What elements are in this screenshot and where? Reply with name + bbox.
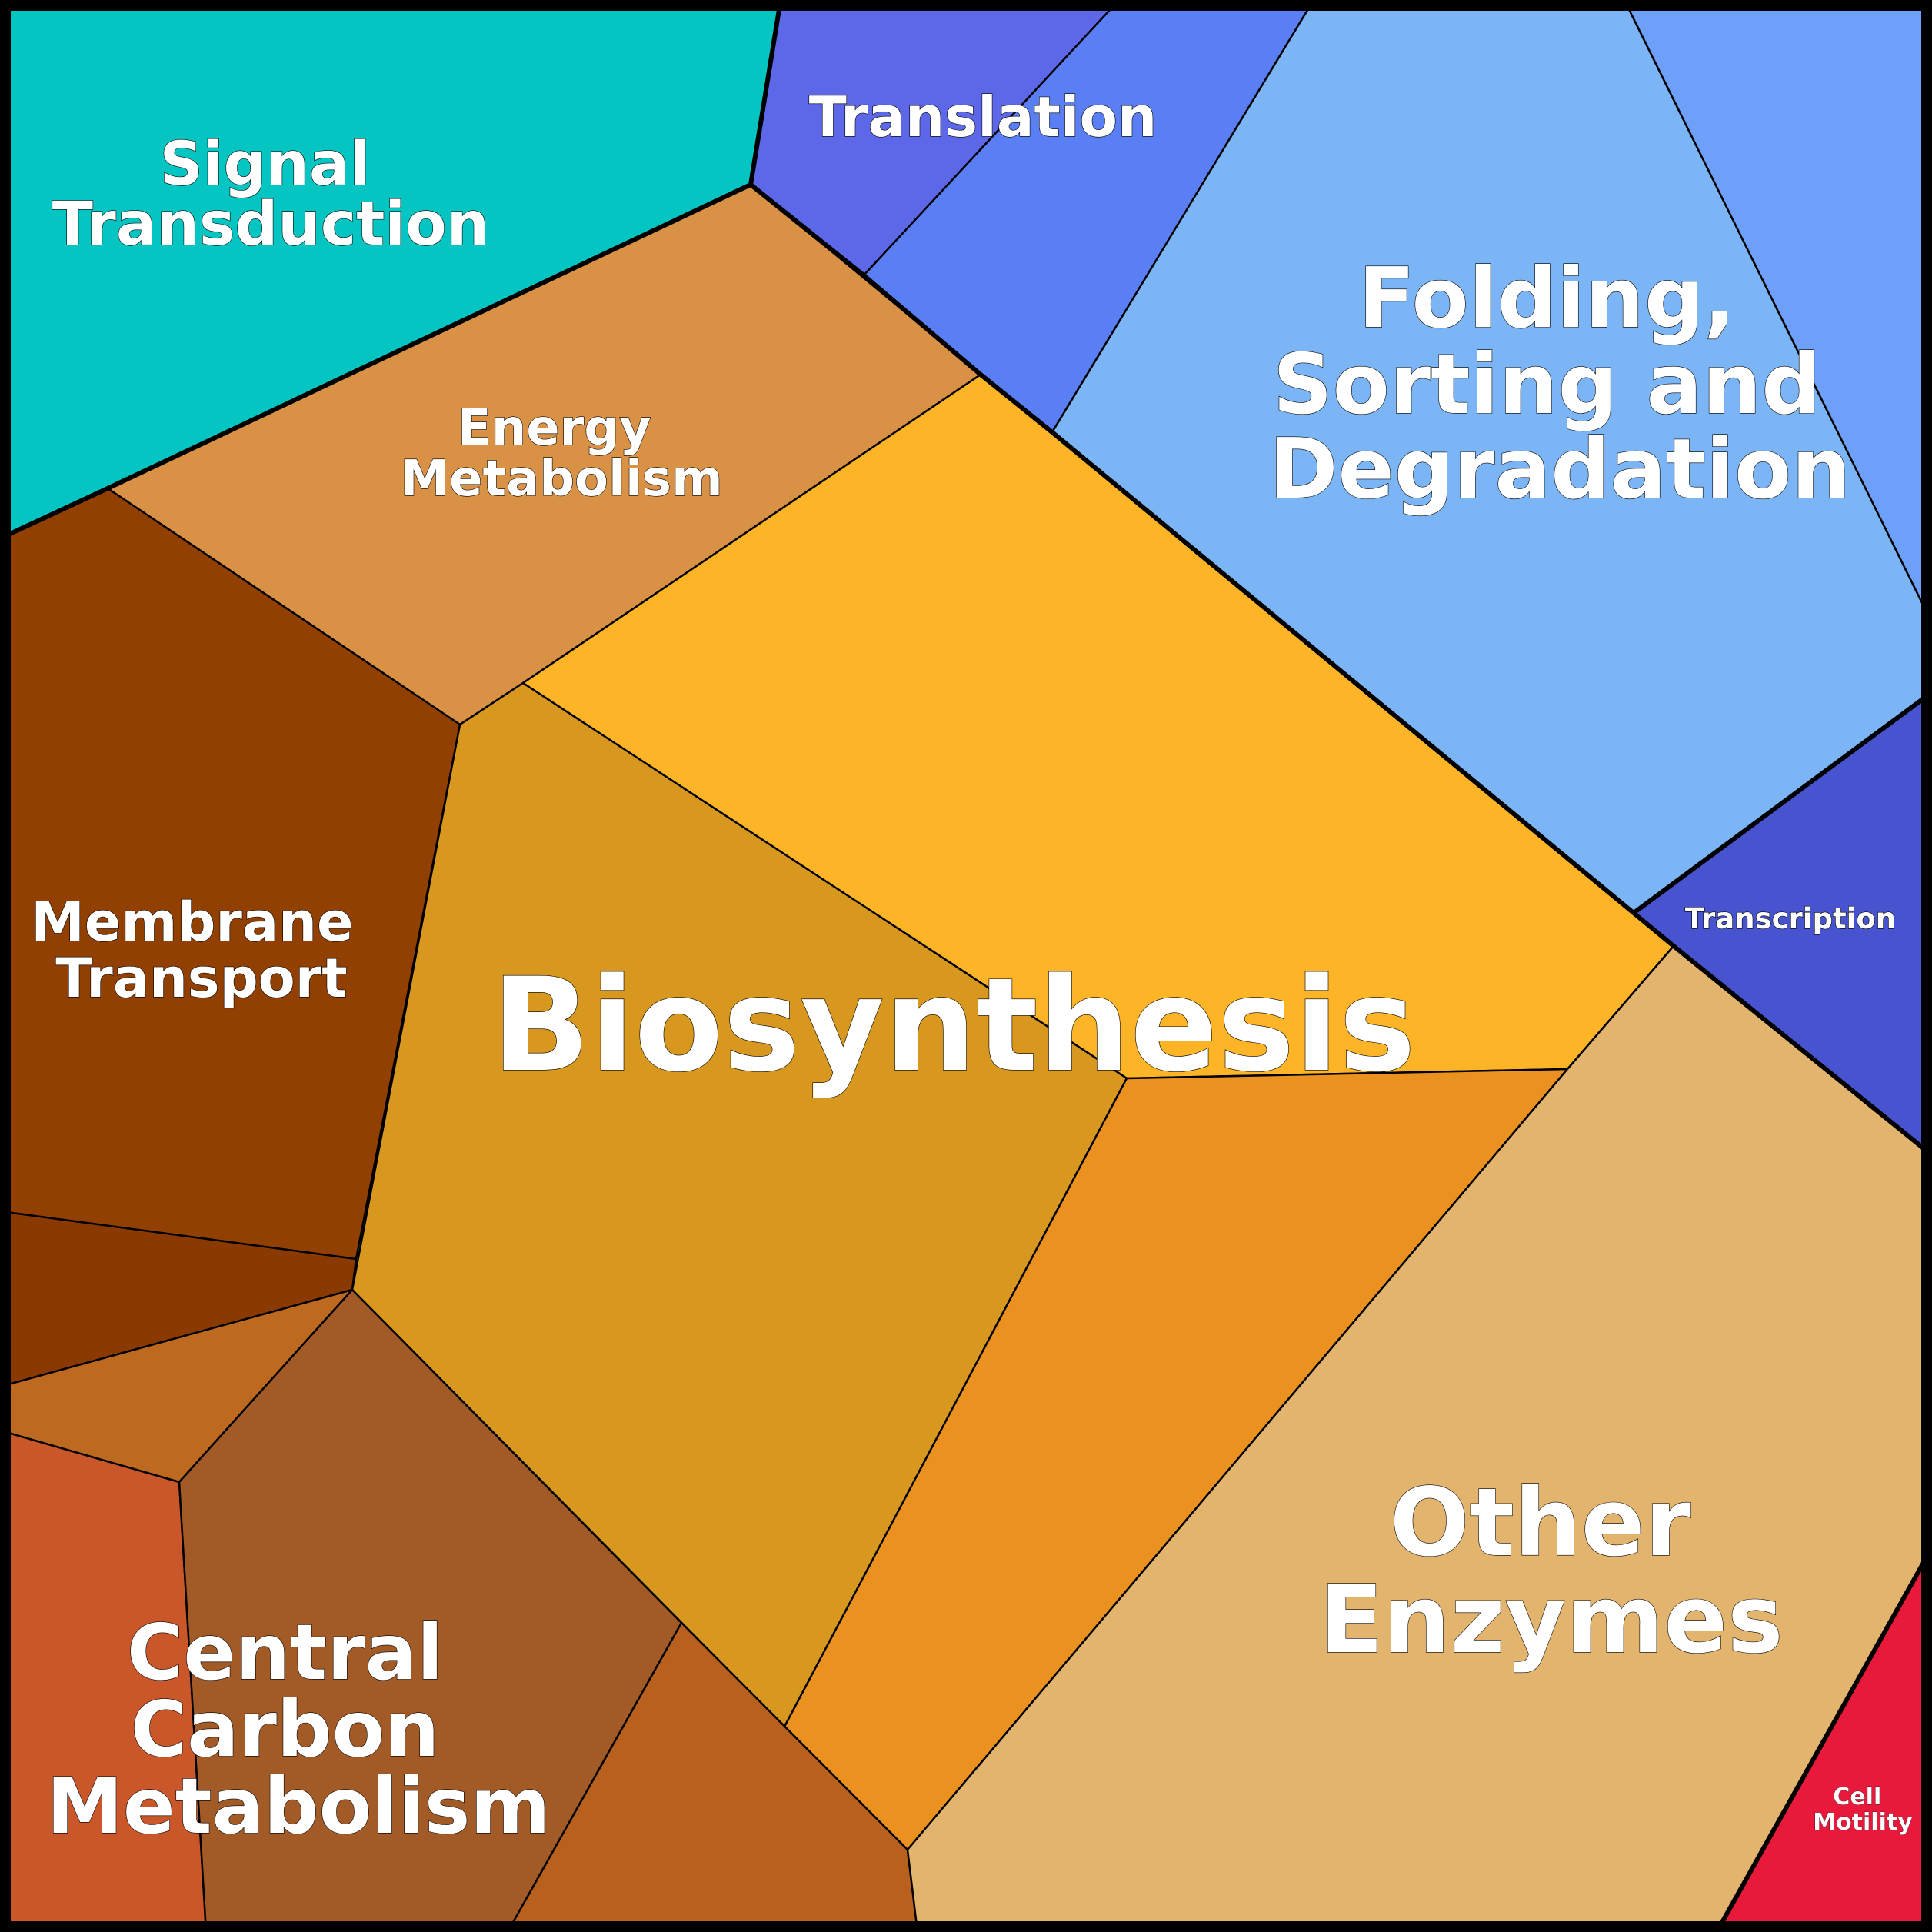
border-signal-transduction [0, 0, 783, 541]
label-translation: Translation [809, 85, 1158, 149]
label-other-enzymes: Other Enzymes [1319, 1468, 1783, 1674]
cell-central-carbon-b [0, 1429, 208, 1932]
label-transcription: Transcription [1685, 902, 1896, 935]
label-folding-sorting-degradation: Folding, Sorting and Degradation [1269, 251, 1850, 518]
label-signal-transduction: Signal Transduction [52, 130, 489, 259]
cell-central-carbon-d [506, 1621, 919, 1932]
label-energy-metabolism: Energy Metabolism [400, 400, 722, 508]
border-transcription [1632, 690, 1932, 915]
label-membrane-transport: Membrane Transport [31, 891, 372, 1010]
label-biosynthesis: Biosynthesis [491, 950, 1416, 1101]
border-genetic-processing [749, 182, 1932, 1158]
cell-folding-side [1623, 0, 1932, 625]
label-cell-motility: Cell Motility [1813, 1784, 1913, 1836]
label-central-carbon-metabolism: Central Carbon Metabolism [46, 1607, 550, 1851]
border-cell-motility [1714, 1546, 1932, 1932]
